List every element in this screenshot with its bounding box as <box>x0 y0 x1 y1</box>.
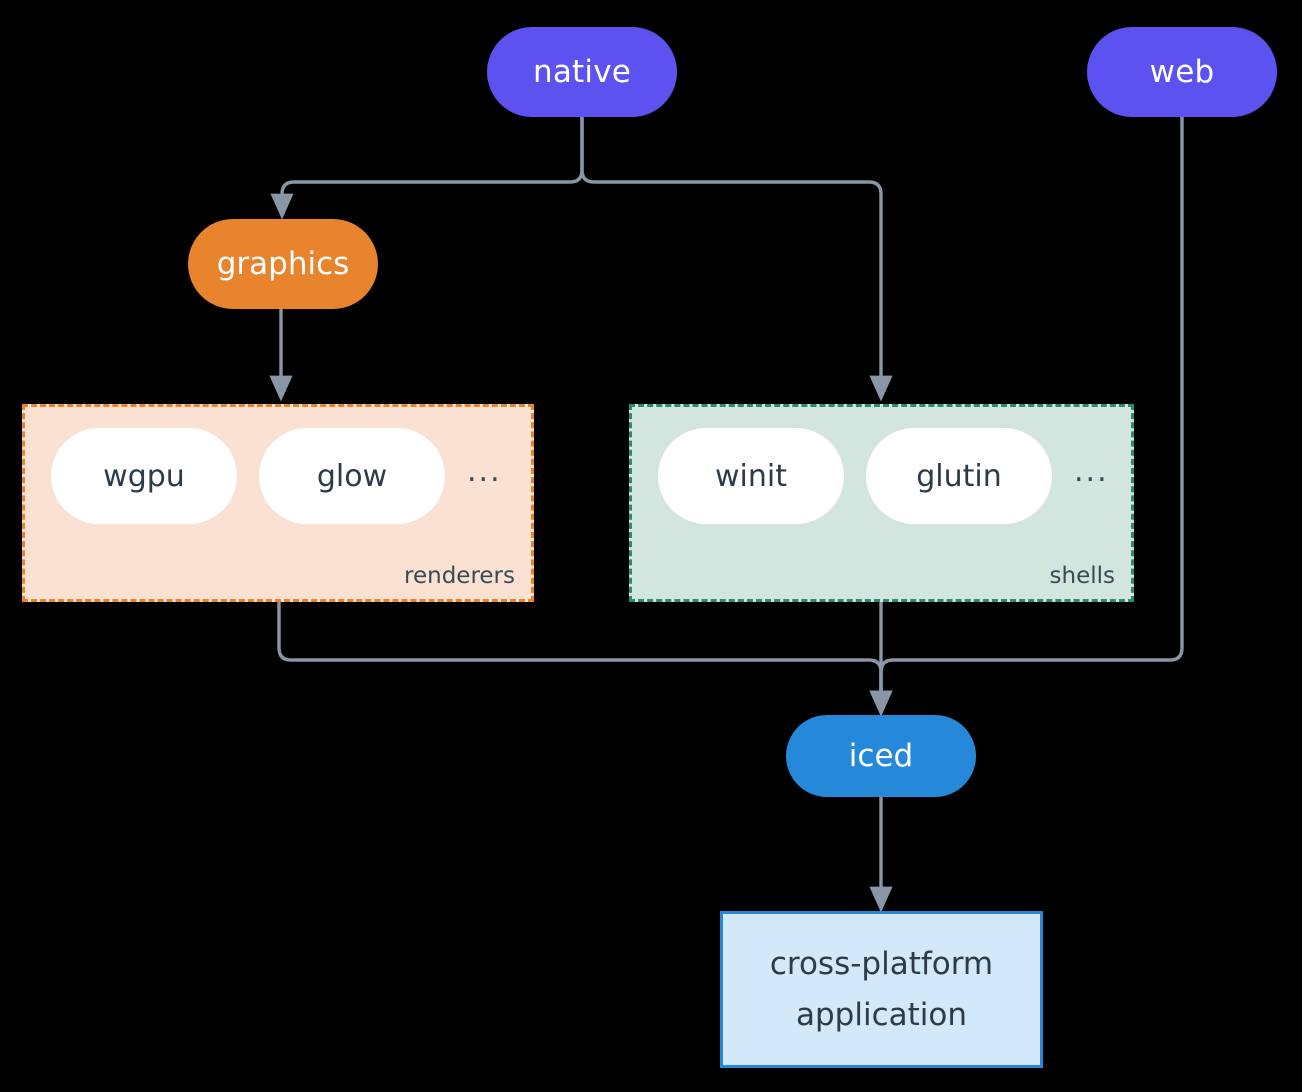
node-native[interactable]: native <box>487 27 677 117</box>
node-wgpu-label: wgpu <box>103 458 185 494</box>
node-glow[interactable]: glow <box>259 428 445 524</box>
node-graphics-label: graphics <box>216 246 350 282</box>
node-glutin[interactable]: glutin <box>866 428 1052 524</box>
node-cross-platform-application[interactable]: cross-platform application <box>720 911 1043 1068</box>
application-label-line1: cross-platform <box>769 946 994 983</box>
node-wgpu[interactable]: wgpu <box>51 428 237 524</box>
node-winit[interactable]: winit <box>658 428 844 524</box>
renderers-more-ellipsis: ... <box>467 453 502 489</box>
group-shells-label: shells <box>1049 563 1115 589</box>
group-shells: winit glutin ... shells <box>629 404 1134 602</box>
group-shells-items: winit glutin ... <box>632 428 1131 524</box>
group-renderers-label: renderers <box>404 563 515 589</box>
node-glutin-label: glutin <box>916 458 1002 494</box>
node-graphics[interactable]: graphics <box>188 219 378 309</box>
application-label-line2: application <box>796 996 967 1033</box>
edge-web-to-iced <box>869 117 1184 717</box>
node-iced-label: iced <box>848 738 914 774</box>
node-native-label: native <box>532 54 632 90</box>
node-iced[interactable]: iced <box>786 715 976 797</box>
edge-native-to-graphics <box>270 117 584 220</box>
shells-more-ellipsis: ... <box>1074 453 1109 489</box>
edge-native-to-shells <box>580 117 893 402</box>
group-renderers-items: wgpu glow ... <box>25 428 531 524</box>
node-winit-label: winit <box>715 458 787 494</box>
node-web[interactable]: web <box>1087 27 1277 117</box>
group-renderers: wgpu glow ... renderers <box>22 404 534 602</box>
node-glow-label: glow <box>316 458 388 494</box>
edge-renderers-to-iced <box>277 602 893 717</box>
node-web-label: web <box>1149 54 1215 90</box>
